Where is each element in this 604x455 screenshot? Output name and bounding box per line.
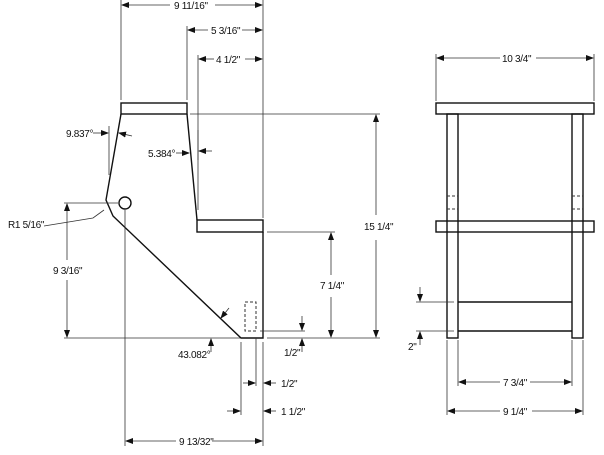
extension-lines: [64, 0, 380, 446]
dim-hole-height: 9 3/16": [53, 266, 83, 277]
front-extension-lines: [416, 54, 595, 415]
right-leg: [571, 113, 584, 339]
dim-top-width: 10 3/4": [502, 54, 532, 65]
left-leg: [446, 113, 459, 339]
angle-back: 9.837°: [66, 129, 94, 140]
side-panel-outline: [105, 113, 264, 339]
side-profile: [105, 102, 264, 339]
angle-front: 5.384°: [148, 149, 176, 160]
step-board: [435, 220, 595, 233]
top-seat-board: [120, 102, 188, 115]
hidden-rail-slot: [244, 301, 257, 332]
dim-foot-width: 1 1/2": [281, 407, 306, 418]
angle-diagonal: 43.082°: [178, 350, 211, 361]
side-view: 9 11/16" 5 3/16" 4 1/2" 15 1/4" 7 1/4" 9…: [8, 0, 394, 448]
front-profile: [435, 102, 595, 339]
top-seat-board: [435, 102, 595, 115]
dim-height: 15 1/4": [364, 222, 394, 233]
dimension-labels: 9 11/16" 5 3/16" 4 1/2" 15 1/4" 7 1/4" 9…: [8, 1, 394, 448]
dim-base-length: 9 13/32": [179, 437, 214, 448]
step-board: [196, 219, 264, 233]
dim-hole-radius: R1 5/16": [8, 220, 45, 231]
dim-slot-bottom: 1/2": [284, 348, 301, 359]
dim-outer-width: 9 1/4": [503, 407, 528, 418]
dim-rail-height: 2": [408, 342, 417, 353]
dim-slot-width: 1/2": [281, 379, 298, 390]
front-view: 10 3/4" 2" 7 3/4" 9 1/4": [408, 54, 595, 418]
dim-overall-depth: 9 11/16": [174, 1, 209, 12]
dim-step-height: 7 1/4": [320, 281, 345, 292]
front-dimension-lines: [417, 55, 594, 414]
dim-inner-width: 7 3/4": [503, 378, 528, 389]
dim-step-depth: 4 1/2": [216, 55, 241, 66]
dimension-lines: [43, 1, 379, 444]
side-panel-front-edge: [186, 113, 198, 221]
front-dimension-labels: 10 3/4" 2" 7 3/4" 9 1/4": [408, 54, 532, 418]
dim-top-offset: 5 3/16": [211, 26, 241, 37]
handle-hole: [118, 196, 132, 210]
